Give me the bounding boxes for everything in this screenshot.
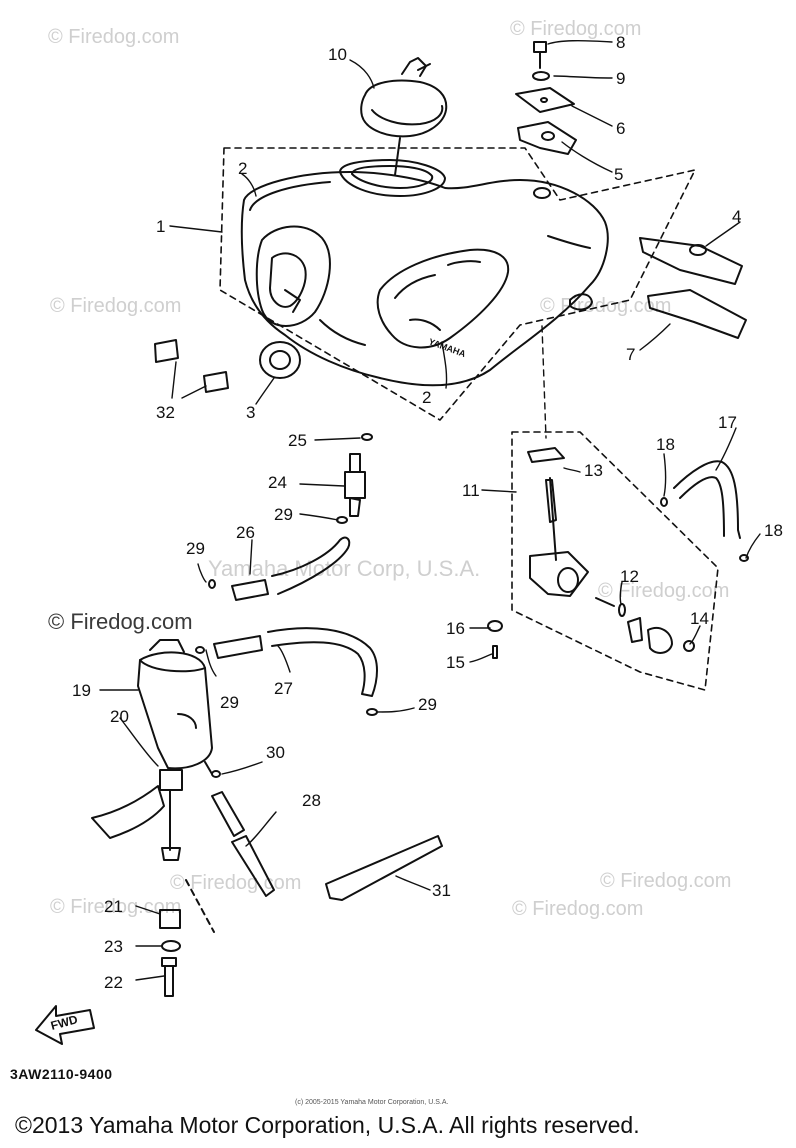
watermark-bottom-far-right: © Firedog.com [600, 870, 732, 892]
callout-13: 13 [584, 461, 603, 480]
watermark-center-left: © Firedog.com [48, 609, 193, 634]
callout-1: 1 [156, 217, 166, 236]
callout-29c: 29 [274, 505, 293, 524]
callout-30: 30 [266, 743, 285, 762]
fuel-cock-outline [511, 431, 719, 691]
callout-15: 15 [446, 653, 465, 672]
callout-3: 3 [246, 403, 256, 422]
fwd-label: FWD [49, 1012, 79, 1033]
callout-21: 21 [104, 897, 123, 916]
bracket-parts [515, 41, 577, 199]
watermark-center: Yamaha Motor Corp, U.S.A. [208, 556, 481, 581]
fwd-arrow [35, 1005, 95, 1045]
callout-4: 4 [732, 207, 742, 226]
fuel-pump [137, 639, 213, 775]
tiny-copyright-note: (c) 2005-2015 Yamaha Motor Corporation, … [295, 1099, 449, 1106]
watermark-top-left: © Firedog.com [48, 26, 180, 48]
callout-28: 28 [302, 791, 321, 810]
callout-32: 32 [156, 403, 175, 422]
copyright-notice: ©2013 Yamaha Motor Corporation, U.S.A. A… [15, 1112, 640, 1138]
callout-29b: 29 [220, 693, 239, 712]
callout-31: 31 [432, 881, 451, 900]
callout-29d: 29 [418, 695, 437, 714]
hose-17 [673, 460, 741, 539]
part-code: 3AW2110-9400 [10, 1066, 113, 1082]
callout-14: 14 [690, 609, 709, 628]
callout-18a: 18 [656, 435, 675, 454]
callout-24: 24 [268, 473, 287, 492]
watermark-bottom-right: © Firedog.com [512, 898, 644, 920]
callout-26: 26 [236, 523, 255, 542]
callout-9: 9 [616, 69, 626, 88]
callout-16: 16 [446, 619, 465, 638]
clips [195, 497, 749, 778]
callout-5: 5 [614, 165, 624, 184]
callout-11: 11 [462, 481, 480, 500]
callout-2a: 2 [238, 159, 248, 178]
fasteners [159, 909, 181, 997]
hose-27 [213, 627, 378, 697]
callout-6: 6 [616, 119, 626, 138]
callout-17: 17 [718, 413, 737, 432]
hose-28 [211, 791, 275, 897]
callout-12: 12 [620, 567, 639, 586]
damper [259, 341, 301, 379]
callout-2b: 2 [422, 388, 432, 407]
bracket-20 [91, 769, 215, 933]
watermark-center-right: © Firedog.com [598, 580, 730, 602]
callout-25: 25 [288, 431, 307, 450]
hose-26 [231, 536, 351, 601]
callout-23: 23 [104, 937, 123, 956]
labels [154, 339, 229, 393]
watermark-mid-left: © Firedog.com [50, 295, 182, 317]
rear-mounts [639, 237, 747, 339]
watermark-bottom-left: © Firedog.com [50, 896, 182, 918]
callout-19: 19 [72, 681, 91, 700]
tank-group-outline [219, 147, 696, 421]
callout-20: 20 [110, 707, 129, 726]
fitting-24 [344, 433, 373, 517]
fuel-cock [487, 447, 695, 659]
callout-8: 8 [616, 33, 626, 52]
callout-7: 7 [626, 345, 636, 364]
strap-31 [325, 835, 443, 901]
callout-18b: 18 [764, 521, 783, 540]
fuel-tank [240, 159, 609, 387]
callout-29a: 29 [186, 539, 205, 558]
callout-22: 22 [104, 973, 123, 992]
callout-10: 10 [328, 45, 347, 64]
watermark-top-right: © Firedog.com [510, 18, 642, 40]
callout-27: 27 [274, 679, 293, 698]
fuel-cap [360, 57, 448, 176]
